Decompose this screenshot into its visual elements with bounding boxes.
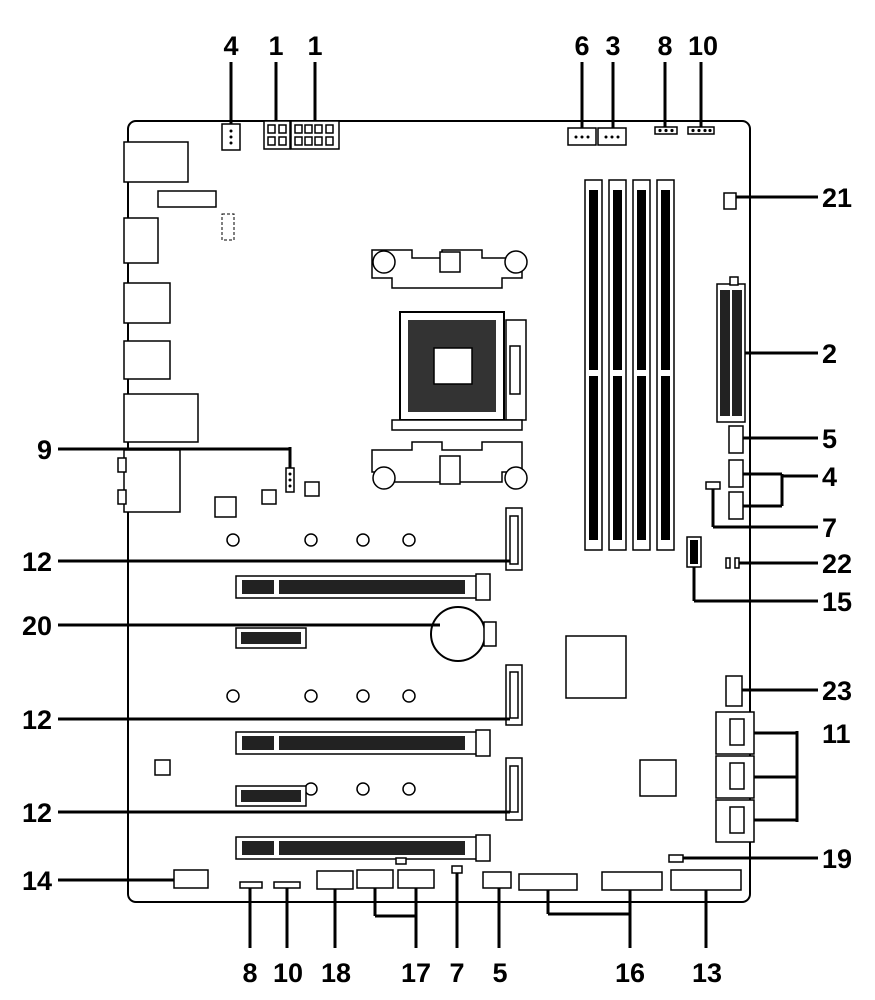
callout-label: 16 [615,958,645,988]
callout-label: 14 [22,866,52,896]
pcie-x16-slot [235,729,491,757]
callout-label: 5 [492,958,507,988]
small-chip [304,481,320,497]
m2-slot [505,757,523,821]
callout-label: 10 [273,958,303,988]
callout-label: 23 [822,676,852,706]
callout-label: 15 [822,587,852,617]
callout-label: 4 [223,31,238,61]
m2-slot [505,664,523,726]
callout-label: 8 [657,31,672,61]
callout-label: 13 [692,958,722,988]
cmos-battery [430,606,497,662]
memory-slot [608,179,627,551]
atx-power-connector [716,276,746,423]
header-23 [725,675,743,707]
callout-label: 12 [22,705,52,735]
chipset [565,635,627,699]
callout-label: 22 [822,549,852,579]
callout-label: 7 [822,513,837,543]
rear-io-group [117,141,235,513]
cpu-fan-header-top [221,123,241,151]
memory-slot [632,179,651,551]
callout-labels-top: 4 1 1 6 3 8 10 [223,31,718,61]
callout-labels-left: 9 12 20 12 12 14 [22,435,52,896]
cpu-retention-bracket-bottom [371,441,528,490]
memory-slot [656,179,675,551]
m2-standoffs [226,533,416,796]
cpu-power-connector-4pin [263,120,291,150]
callout-label: 1 [307,31,322,61]
callout-label: 4 [822,462,837,492]
memory-slots-group [584,179,675,551]
callout-label: 2 [822,339,837,369]
callout-label: 12 [22,798,52,828]
callout-labels-bottom: 8 10 18 17 7 5 16 13 [242,958,722,988]
callout-label: 18 [321,958,351,988]
callout-label: 9 [37,435,52,465]
cpu-power-connector-8pin [290,120,340,150]
usb-type-c-header [686,536,702,568]
fan-header-right [728,425,744,520]
power-button [723,192,737,210]
callout-label: 21 [822,183,852,213]
leader-lines [58,62,818,948]
small-chip [639,759,677,797]
cpu-retention-bracket-top [371,249,528,289]
callout-label: 19 [822,844,852,874]
sata-ports [715,711,755,843]
small-chip [154,759,171,776]
callout-label: 17 [401,958,431,988]
pcie-x1-slot [235,785,307,807]
small-jumper-right [705,481,721,490]
callout-label: 7 [449,958,464,988]
callout-labels-right: 21 2 5 4 7 22 15 23 11 19 [822,183,852,874]
header-9 [285,467,295,493]
pcie-x16-slot [235,573,491,601]
cpu-socket [391,311,527,431]
callout-label: 10 [688,31,718,61]
callout-label: 20 [22,611,52,641]
pcie-x16-slot [235,834,491,865]
callout-label: 1 [268,31,283,61]
callout-label: 3 [605,31,620,61]
callout-label: 8 [242,958,257,988]
small-chip [214,496,237,518]
small-chip [261,489,277,505]
callout-label: 6 [574,31,589,61]
m2-slot [505,507,523,571]
pcie-x1-slot [235,627,307,649]
callout-label: 11 [822,719,851,749]
callout-label: 12 [22,547,52,577]
memory-slot [584,179,603,551]
callout-label: 5 [822,424,837,454]
